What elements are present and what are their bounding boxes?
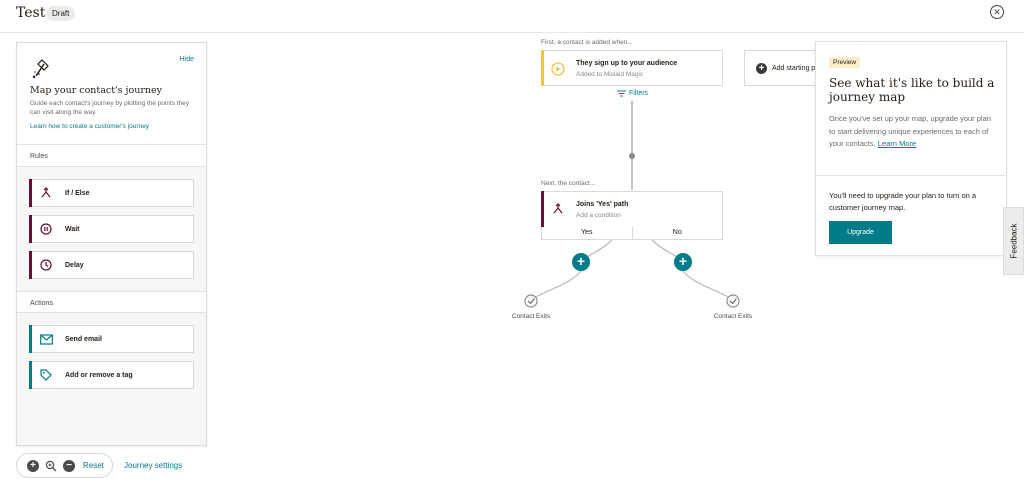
actions-section-label: Actions xyxy=(17,291,206,313)
no-branch-label[interactable]: No xyxy=(672,229,682,236)
yes-branch-label[interactable]: Yes xyxy=(542,227,633,239)
plus-icon: + xyxy=(756,62,767,74)
rule-label: Delay xyxy=(65,261,84,269)
close-icon: ✕ xyxy=(993,6,1001,17)
preview-divider xyxy=(816,175,1006,176)
panel-intro: Hide Map your contact's journey Guide ea… xyxy=(17,43,206,145)
zoom-fit-icon[interactable] xyxy=(45,460,57,472)
tag-icon xyxy=(39,368,53,382)
plus-icon: + xyxy=(678,253,688,269)
trigger-title: They sign up to your audience xyxy=(576,60,678,67)
journey-builder-panel: Hide Map your contact's journey Guide ea… xyxy=(16,42,207,446)
learn-journey-link[interactable]: Learn how to create a customer's journey xyxy=(30,123,150,130)
contact-exits-left-label: Contact Exits xyxy=(511,313,551,320)
branch-labels: Yes No xyxy=(541,227,723,240)
upgrade-message: You'll need to upgrade your plan to turn… xyxy=(829,191,977,212)
filter-icon xyxy=(617,90,626,97)
action-send-email[interactable]: Send email xyxy=(29,325,194,353)
condition-subtitle: Add a condition xyxy=(576,212,621,219)
branch-icon xyxy=(39,186,53,200)
pause-icon xyxy=(39,222,53,236)
panel-heading: Map your contact's journey xyxy=(30,85,162,96)
condition-title: Joins 'Yes' path xyxy=(576,201,629,208)
journey-map-icon xyxy=(32,59,49,79)
next-step-hint: Next, the contact... xyxy=(541,180,596,187)
email-icon xyxy=(39,332,53,346)
rules-list: If / Else Wait Delay xyxy=(17,167,206,291)
rule-label: Wait xyxy=(65,225,80,233)
add-starting-point-button[interactable]: + Add starting p xyxy=(744,50,824,86)
exit-left-icon xyxy=(524,294,538,308)
hide-panel-link[interactable]: Hide xyxy=(179,56,194,63)
trigger-subtitle: Added to Mislaid Magic xyxy=(576,71,644,78)
panel-description: Guide each contact's journey by plotting… xyxy=(30,100,190,116)
upgrade-button[interactable]: Upgrade xyxy=(829,221,892,244)
filters-link[interactable]: Filters xyxy=(617,90,648,97)
status-badge: Draft xyxy=(46,6,76,21)
close-button[interactable]: ✕ xyxy=(990,5,1004,19)
filters-label: Filters xyxy=(629,90,649,97)
condition-node[interactable]: Joins 'Yes' path Add a condition xyxy=(541,191,723,228)
reset-zoom-link[interactable]: Reset xyxy=(83,461,104,470)
clock-icon xyxy=(39,258,53,272)
actions-list: Send email Add or remove a tag xyxy=(17,313,206,401)
exit-right-icon xyxy=(726,294,740,308)
preview-badge: Preview xyxy=(829,57,861,68)
contact-exits-right-label: Contact Exits xyxy=(713,313,753,320)
first-step-hint: First, a contact is added when... xyxy=(541,39,633,46)
rule-wait[interactable]: Wait xyxy=(29,215,194,243)
rule-if-else[interactable]: If / Else xyxy=(29,179,194,207)
trigger-node[interactable]: They sign up to your audience Added to M… xyxy=(541,50,723,86)
rule-label: If / Else xyxy=(65,189,90,197)
zoom-in-icon[interactable]: + xyxy=(27,459,39,472)
add-step-no-button[interactable]: + xyxy=(674,253,692,271)
preview-panel: Preview See what it's like to build a jo… xyxy=(815,41,1007,256)
action-add-remove-tag[interactable]: Add or remove a tag xyxy=(29,361,194,389)
preview-body-text: Once you've set up your map, upgrade you… xyxy=(829,114,991,148)
action-label: Add or remove a tag xyxy=(65,371,133,379)
add-step-yes-button[interactable]: + xyxy=(572,253,590,271)
add-starting-point-label: Add starting p xyxy=(772,64,816,72)
zoom-out-icon[interactable]: − xyxy=(63,459,75,472)
plus-icon: + xyxy=(576,253,586,269)
play-icon xyxy=(551,62,565,76)
feedback-tab[interactable]: Feedback xyxy=(1003,207,1024,275)
action-label: Send email xyxy=(65,335,102,343)
zoom-controls: + − Reset xyxy=(16,453,113,478)
preview-body: Once you've set up your map, upgrade you… xyxy=(829,113,994,151)
learn-more-link[interactable]: Learn More xyxy=(877,139,917,148)
feedback-label: Feedback xyxy=(1009,223,1018,259)
rule-delay[interactable]: Delay xyxy=(29,251,194,279)
journey-settings-link[interactable]: Journey settings xyxy=(124,461,183,470)
connector-dot xyxy=(629,153,635,159)
branch-icon xyxy=(553,203,563,214)
preview-title: See what it's like to build a journey ma… xyxy=(829,76,995,104)
rules-section-label: Rules xyxy=(17,145,206,167)
top-bar: Test Draft ✕ xyxy=(0,0,1024,33)
journey-title[interactable]: Test xyxy=(16,5,46,21)
